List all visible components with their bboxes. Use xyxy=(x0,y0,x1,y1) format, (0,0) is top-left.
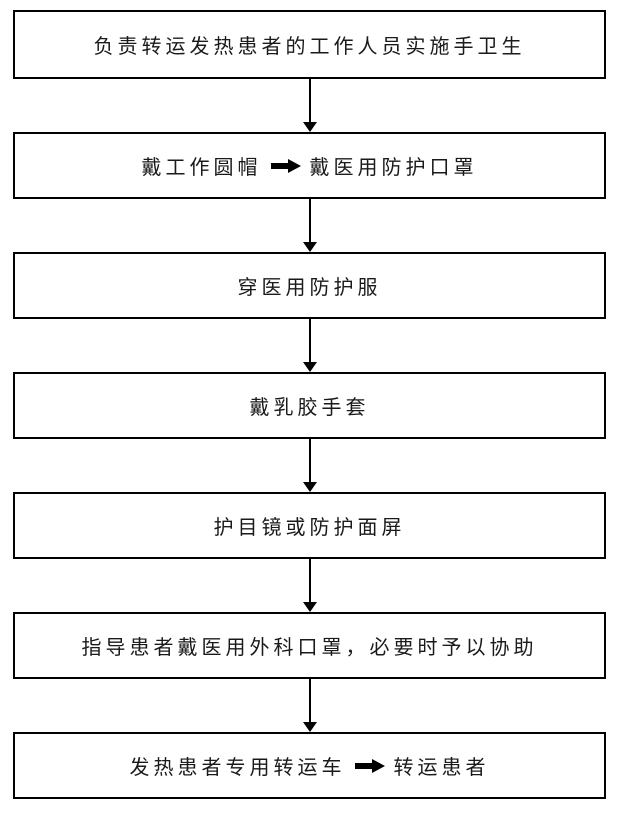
flowchart: 负责转运发热患者的工作人员实施手卫生 戴工作圆帽 戴医用防护口罩 穿医用防护服 … xyxy=(13,0,606,799)
down-arrow-icon xyxy=(302,559,318,612)
flow-step-7-label-right: 转运患者 xyxy=(393,757,490,779)
flow-step-7: 发热患者专用转运车 转运患者 xyxy=(13,732,606,799)
flow-step-5: 护目镜或防护面屏 xyxy=(13,492,606,559)
flow-step-2: 戴工作圆帽 戴医用防护口罩 xyxy=(13,132,606,199)
flow-step-2-label-left: 戴工作圆帽 xyxy=(141,157,262,179)
flow-step-6: 指导患者戴医用外科口罩，必要时予以协助 xyxy=(13,612,606,679)
flow-step-3: 穿医用防护服 xyxy=(13,252,606,319)
down-arrow-icon xyxy=(302,199,318,252)
down-arrow-icon xyxy=(302,79,318,132)
right-arrow-icon xyxy=(354,758,385,773)
flow-step-1: 负责转运发热患者的工作人员实施手卫生 xyxy=(13,10,606,79)
down-arrow-icon xyxy=(302,439,318,492)
down-arrow-icon xyxy=(302,679,318,732)
right-arrow-icon xyxy=(270,158,301,173)
flow-step-5-label: 护目镜或防护面屏 xyxy=(213,517,406,539)
flow-step-1-label: 负责转运发热患者的工作人员实施手卫生 xyxy=(93,36,526,58)
flow-step-7-label-left: 发热患者专用转运车 xyxy=(129,757,346,779)
flow-step-6-label: 指导患者戴医用外科口罩，必要时予以协助 xyxy=(81,637,538,659)
flow-step-4-label: 戴乳胶手套 xyxy=(249,397,370,419)
flow-step-3-label: 穿医用防护服 xyxy=(237,277,382,299)
flow-step-2-label-right: 戴医用防护口罩 xyxy=(309,157,478,179)
down-arrow-icon xyxy=(302,319,318,372)
flow-step-4: 戴乳胶手套 xyxy=(13,372,606,439)
